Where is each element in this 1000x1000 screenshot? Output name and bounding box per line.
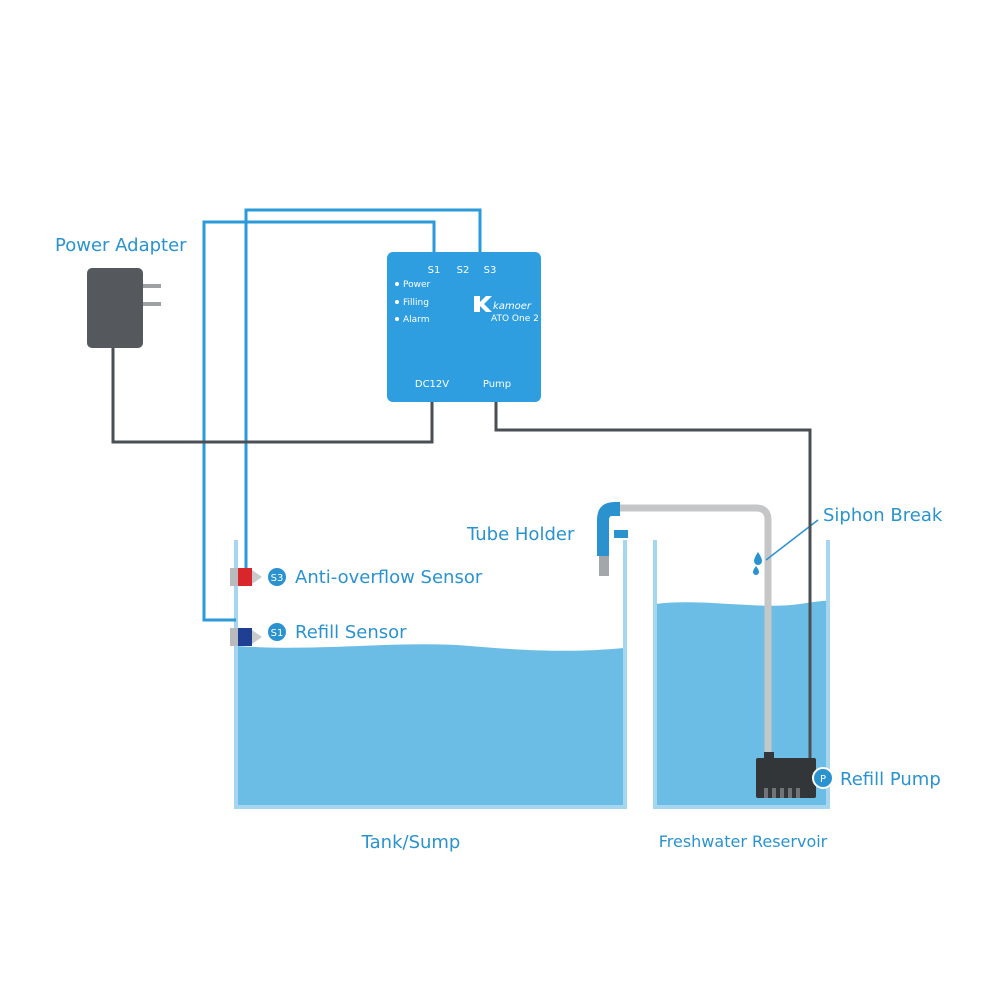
alarm-indicator-label: Alarm bbox=[403, 315, 429, 325]
s3-badge-text: S3 bbox=[271, 573, 284, 584]
port-s1-label: S1 bbox=[428, 265, 441, 276]
anti-overflow-sensor-body bbox=[238, 568, 252, 586]
controller-brand: kamoer bbox=[493, 301, 532, 312]
wires bbox=[111, 208, 812, 758]
siphon-drop-icon bbox=[754, 552, 762, 565]
refill-sensor-tip bbox=[252, 630, 262, 644]
port-s3-label: S3 bbox=[484, 265, 497, 276]
port-s2-label: S2 bbox=[457, 265, 470, 276]
power-indicator-dot bbox=[395, 282, 399, 286]
power-adapter-label: Power Adapter bbox=[55, 235, 187, 256]
p-badge-text: P bbox=[820, 774, 826, 785]
anti-overflow-sensor-tip bbox=[252, 570, 262, 584]
tank-sump bbox=[234, 540, 627, 809]
tank-sump-label: Tank/Sump bbox=[361, 832, 461, 853]
freshwater-reservoir-label: Freshwater Reservoir bbox=[659, 832, 828, 851]
refill-sensor-device bbox=[230, 628, 262, 646]
refill-tube-line bbox=[614, 504, 772, 760]
pump-vent-3 bbox=[780, 788, 784, 798]
alarm-indicator-dot bbox=[395, 317, 399, 321]
tube-holder-clip bbox=[597, 502, 620, 556]
siphon-break bbox=[753, 519, 819, 575]
tube-holder bbox=[597, 502, 628, 576]
pump-wire bbox=[494, 402, 812, 758]
ato-controller: S1 S2 S3 Power Filling Alarm kamoer ATO … bbox=[387, 252, 541, 402]
filling-indicator-dot bbox=[395, 300, 399, 304]
s3-badge bbox=[268, 568, 286, 586]
anti-overflow-sensor-label: Anti-overflow Sensor bbox=[295, 567, 483, 588]
pump-body bbox=[756, 758, 816, 798]
power-adapter-prong-bottom bbox=[143, 302, 161, 306]
pump-port-label: Pump bbox=[483, 379, 511, 390]
refill-pump-label: Refill Pump bbox=[840, 769, 941, 790]
s1-badge-text: S1 bbox=[271, 628, 284, 639]
power-indicator-label: Power bbox=[403, 280, 431, 290]
controller-body bbox=[387, 252, 541, 402]
power-adapter-body bbox=[87, 268, 143, 348]
dc12v-port-label: DC12V bbox=[415, 379, 449, 390]
power-adapter bbox=[87, 268, 161, 348]
s1-badge bbox=[268, 623, 286, 641]
kamoer-logo-icon bbox=[474, 296, 492, 312]
refill-sensor-mount bbox=[230, 628, 240, 646]
power-wire bbox=[111, 348, 434, 444]
siphon-break-label: Siphon Break bbox=[823, 505, 943, 526]
tank-water bbox=[237, 644, 624, 806]
power-adapter-prong-top bbox=[143, 284, 161, 288]
pump-vent-5 bbox=[796, 788, 800, 798]
pump-outlet bbox=[764, 752, 774, 760]
tube-holder-label: Tube Holder bbox=[466, 524, 575, 545]
pump-vent-2 bbox=[772, 788, 776, 798]
refill-pump bbox=[756, 752, 816, 798]
refill-sensor-label: Refill Sensor bbox=[295, 622, 407, 643]
siphon-drop-small-icon bbox=[753, 566, 759, 575]
s3-sensor-wire bbox=[244, 208, 482, 570]
anti-overflow-sensor-device bbox=[230, 568, 262, 586]
pump-vent-1 bbox=[764, 788, 768, 798]
s1-sensor-wire bbox=[202, 220, 436, 622]
filling-indicator-label: Filling bbox=[403, 298, 429, 308]
controller-model: ATO One 2 bbox=[491, 314, 539, 324]
tube-holder-nozzle bbox=[599, 552, 609, 576]
tube-holder-hook bbox=[614, 530, 628, 538]
reservoir-water bbox=[656, 600, 829, 806]
anti-overflow-sensor-mount bbox=[230, 568, 240, 586]
refill-tube bbox=[614, 504, 772, 760]
refill-sensor-body bbox=[238, 628, 252, 646]
pump-vent-4 bbox=[788, 788, 792, 798]
p-badge bbox=[812, 767, 834, 789]
freshwater-reservoir bbox=[653, 540, 830, 809]
